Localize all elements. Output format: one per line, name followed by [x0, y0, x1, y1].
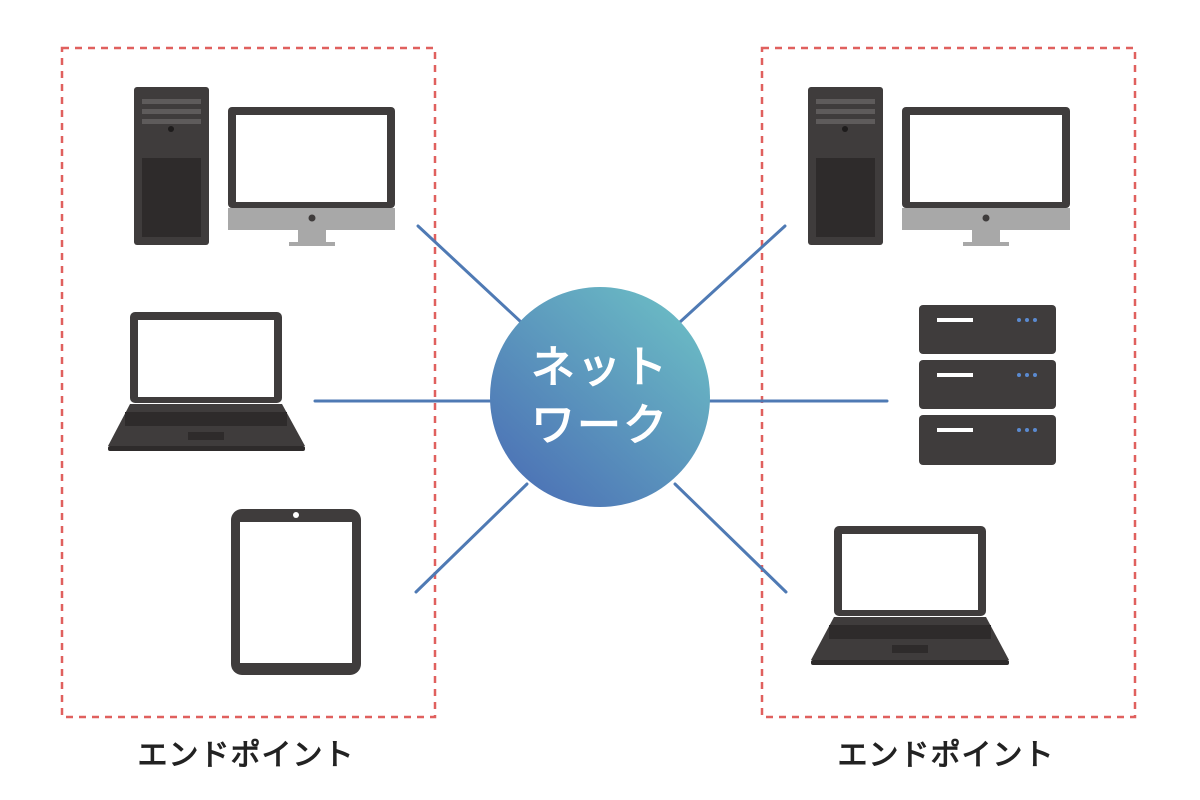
connection-lines — [313, 224, 889, 594]
laptop-icon — [811, 526, 1009, 665]
hub-label-line-1: ネット — [531, 342, 669, 393]
endpoint-group-label-left: エンドポイント — [137, 738, 355, 773]
server-rack-icon — [919, 305, 1056, 465]
network-hub — [490, 287, 710, 507]
desktop-pc-icon — [808, 87, 1070, 246]
laptop-icon — [108, 312, 305, 451]
network-hub-label: ネット ワーク — [490, 302, 710, 492]
hub-label-line-2: ワーク — [531, 400, 669, 451]
link-line — [414, 482, 529, 594]
link-line — [416, 224, 523, 324]
endpoint-group-label-right: エンドポイント — [837, 738, 1055, 773]
tablet-icon — [231, 509, 361, 675]
link-line — [678, 224, 787, 324]
endpoint-group-frame-left — [60, 46, 437, 719]
endpoint-group-frame-right — [760, 46, 1137, 719]
desktop-pc-icon — [134, 87, 395, 246]
link-line — [673, 482, 788, 594]
